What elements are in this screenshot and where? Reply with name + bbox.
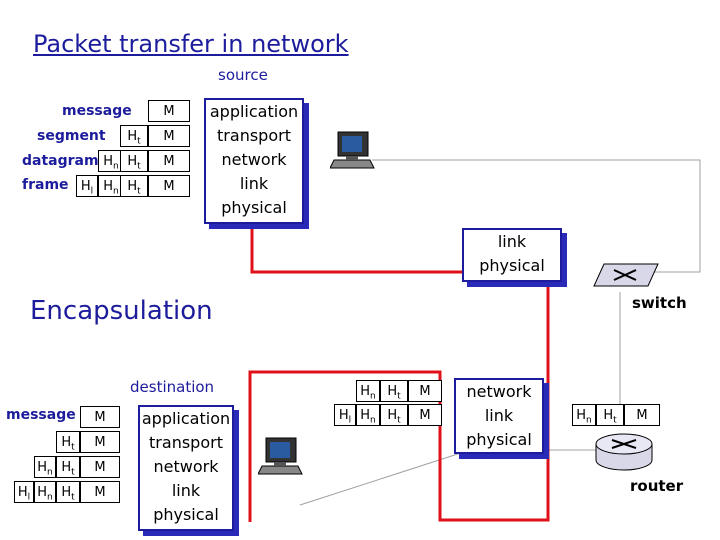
stack-layer-application: application xyxy=(141,409,231,428)
datagram-row-label: datagram xyxy=(22,153,99,169)
message-cell: M xyxy=(624,404,660,426)
stack-layer-network: network xyxy=(221,150,287,169)
message-cell: M xyxy=(80,456,120,478)
transport-header: Ht xyxy=(120,150,148,172)
network-header: Hn xyxy=(34,456,56,478)
encapsulation-label: Encapsulation xyxy=(30,296,213,326)
transport-header: Ht xyxy=(380,404,408,426)
source-protocol-stack: application transport network link physi… xyxy=(204,98,304,224)
transport-header: Ht xyxy=(56,431,80,453)
message-cell: M xyxy=(80,406,120,428)
transport-header: Ht xyxy=(56,481,80,503)
stack-layer-physical: physical xyxy=(153,505,219,524)
link-header: Hl xyxy=(334,404,356,426)
page-title: Packet transfer in network xyxy=(33,30,349,58)
stack-layer-transport: transport xyxy=(217,126,291,145)
network-header: Hn xyxy=(356,404,380,426)
switch-label: switch xyxy=(632,294,687,312)
network-header: Hn xyxy=(98,175,124,197)
transport-header: Ht xyxy=(120,125,148,147)
network-header: Hn xyxy=(34,481,56,503)
message-cell: M xyxy=(148,100,190,122)
stack-layer-network: network xyxy=(153,457,219,476)
computer-icon xyxy=(330,131,375,169)
stack-layer-link: link xyxy=(497,232,527,251)
stack-layer-link: link xyxy=(239,174,269,193)
message-cell: M xyxy=(148,175,190,197)
network-header: Hn xyxy=(356,380,380,402)
router-protocol-stack: network link physical xyxy=(454,378,544,454)
segment-row-label: segment xyxy=(37,128,106,144)
message-row-label: message xyxy=(62,103,132,119)
computer-icon xyxy=(258,437,303,475)
link-line xyxy=(372,159,701,273)
switch-protocol-stack: link physical xyxy=(462,228,562,282)
dest-message-label: message xyxy=(6,407,76,423)
network-header: Hn xyxy=(572,404,596,426)
stack-layer-network: network xyxy=(466,382,532,401)
router-icon xyxy=(595,433,653,471)
transport-header: Ht xyxy=(120,175,148,197)
stack-layer-link: link xyxy=(171,481,201,500)
router-label: router xyxy=(630,477,684,495)
transport-header: Ht xyxy=(380,380,408,402)
message-cell: M xyxy=(408,404,442,426)
transport-header: Ht xyxy=(596,404,624,426)
stack-layer-physical: physical xyxy=(221,198,287,217)
switch-icon xyxy=(593,263,659,287)
message-cell: M xyxy=(80,431,120,453)
stack-layer-transport: transport xyxy=(149,433,223,452)
stack-layer-application: application xyxy=(209,102,299,121)
stack-layer-physical: physical xyxy=(466,430,532,449)
destination-label: destination xyxy=(130,378,215,396)
stack-layer-link: link xyxy=(484,406,514,425)
source-label: source xyxy=(218,66,268,84)
packet-path xyxy=(248,218,550,522)
stack-layer-physical: physical xyxy=(479,256,545,275)
message-cell: M xyxy=(148,150,190,172)
message-cell: M xyxy=(408,380,442,402)
message-cell: M xyxy=(148,125,190,147)
frame-row-label: frame xyxy=(22,177,69,193)
link-header: Hl xyxy=(76,175,98,197)
message-cell: M xyxy=(80,481,120,503)
transport-header: Ht xyxy=(56,456,80,478)
destination-protocol-stack: application transport network link physi… xyxy=(138,405,234,531)
link-header: Hl xyxy=(14,481,34,503)
link-line xyxy=(299,449,596,506)
